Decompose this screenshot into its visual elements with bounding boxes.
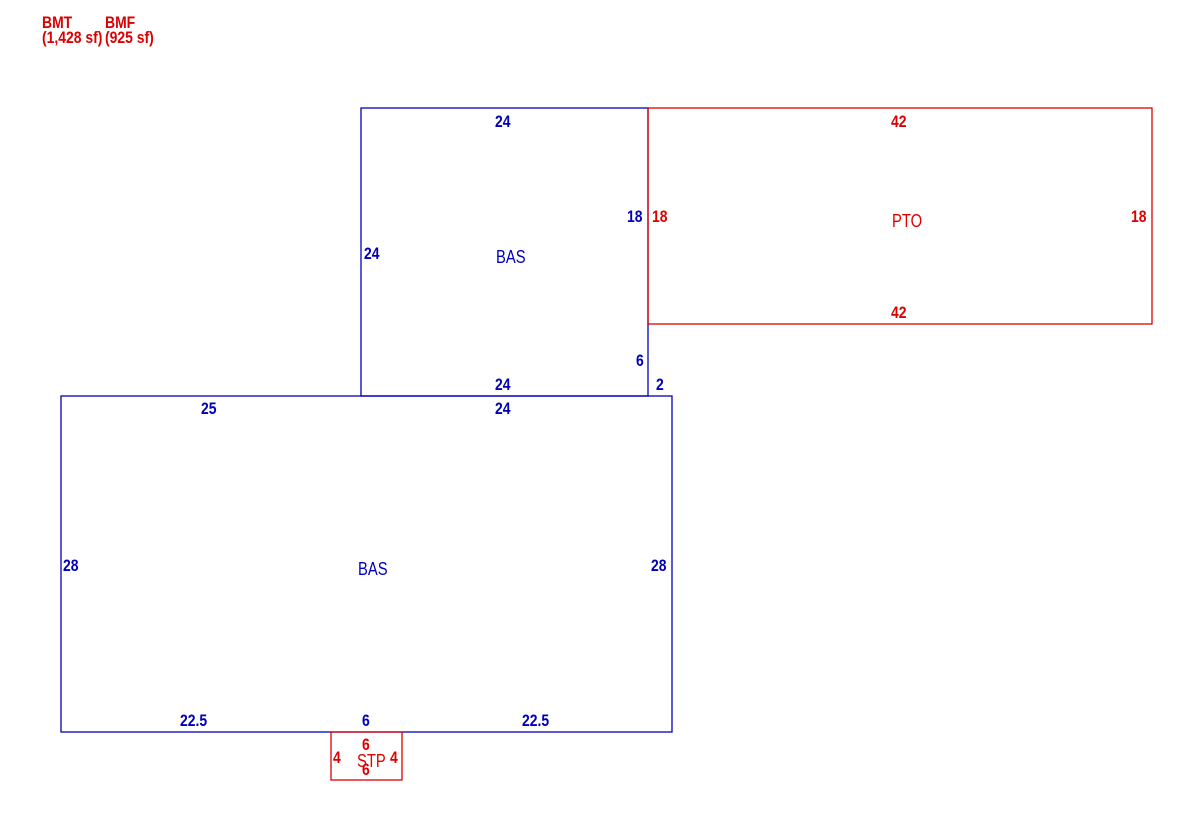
legend-bmt-area: (1,428 sf) bbox=[42, 28, 103, 47]
legend-bmf-code: BMF bbox=[105, 13, 136, 32]
stp-outline bbox=[330, 731, 403, 781]
stp-dim-left: 4 bbox=[333, 748, 341, 767]
stp-dim-top: 6 bbox=[362, 735, 370, 754]
pto-dim-top: 42 bbox=[891, 112, 907, 131]
upper-bas-dim-top: 24 bbox=[495, 112, 511, 131]
upper-bas-dim-bottom: 24 bbox=[495, 375, 511, 394]
pto-area-label: PTO bbox=[892, 211, 923, 231]
legend-bmf-area: (925 sf) bbox=[105, 28, 154, 47]
pto-dim-bottom: 42 bbox=[891, 303, 907, 322]
lower-bas-area-label: BAS bbox=[358, 559, 388, 579]
stp-area-label: STP bbox=[357, 751, 386, 771]
lower-bas-dim-top-right: 24 bbox=[495, 399, 511, 418]
lower-bas-dim-step-right: 2 bbox=[656, 375, 664, 394]
lower-bas-dim-right: 28 bbox=[651, 556, 667, 575]
pto-outline bbox=[647, 107, 1153, 325]
upper-bas-dim-right: 18 bbox=[627, 207, 643, 226]
stp-dim-right: 4 bbox=[390, 748, 398, 767]
pto-dim-right: 18 bbox=[1131, 207, 1147, 226]
lower-bas-dim-bottom-left: 22.5 bbox=[180, 711, 208, 730]
pto-dim-left: 18 bbox=[652, 207, 668, 226]
lower-bas-dim-bottom-mid: 6 bbox=[362, 711, 370, 730]
lower-bas-dim-top-left: 25 bbox=[201, 399, 217, 418]
upper-bas-area-label: BAS bbox=[496, 247, 526, 267]
lower-bas-dim-bottom-right: 22.5 bbox=[522, 711, 550, 730]
legend-bmt-code: BMT bbox=[42, 13, 73, 32]
upper-bas-dim-right-lower: 6 bbox=[636, 351, 644, 370]
lower-bas-dim-left: 28 bbox=[63, 556, 79, 575]
upper-bas-dim-left: 24 bbox=[364, 244, 380, 263]
stp-dim-bottom: 6 bbox=[362, 760, 370, 779]
